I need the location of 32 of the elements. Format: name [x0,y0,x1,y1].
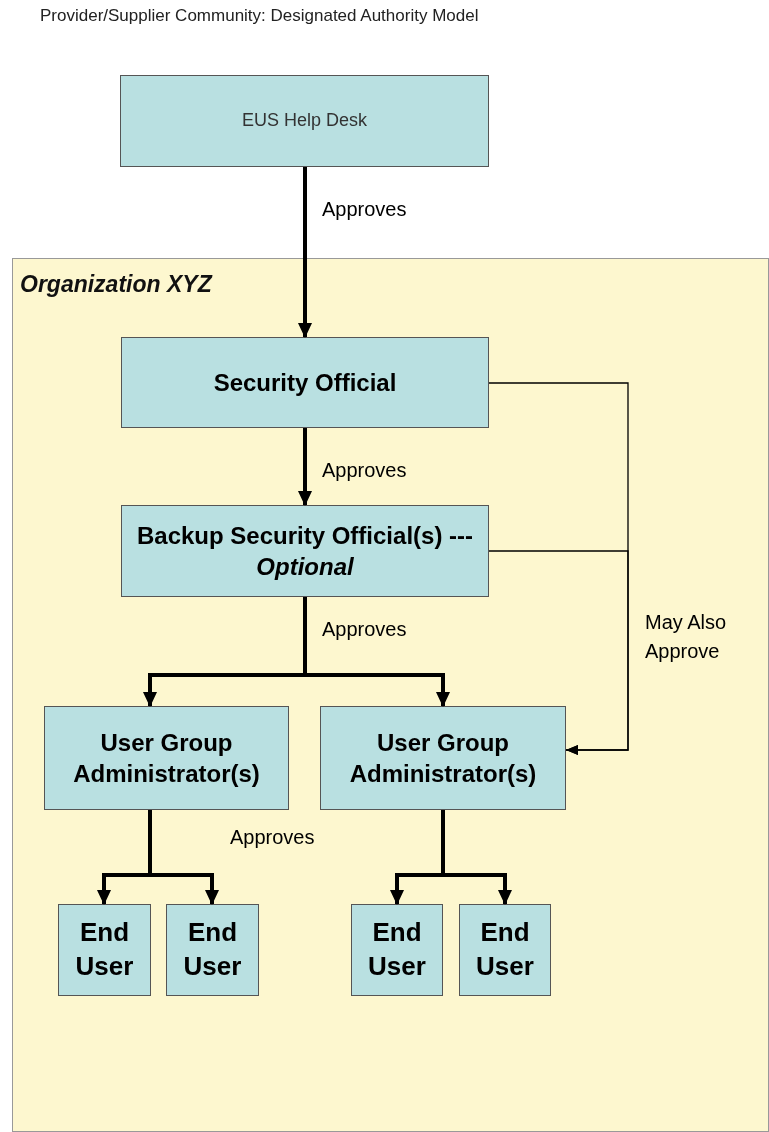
box-label: EUS Help Desk [241,109,367,133]
edge-label: Approves [230,825,315,850]
role-box [44,706,289,810]
box-label: User Group Administrator(s) [348,727,538,789]
arrow [441,810,512,905]
arrow [298,428,312,506]
box-label: End User [182,916,243,983]
organization-panel [12,258,769,1132]
box-label: End User [74,916,135,983]
user-box [351,904,443,996]
role-box [320,706,566,810]
user-box [166,904,259,996]
user-box [58,904,151,996]
process-box [120,75,489,167]
edge-label: Approves [322,617,407,642]
edge-label: May Also Approve [645,610,728,664]
box-label: Backup Security Official(s) --- Optional [135,520,475,582]
box-label: Security Official [213,367,397,398]
diagram-title: Provider/Supplier Community: Designated Authority Model [40,6,479,26]
arrow [303,597,450,707]
arrow [488,550,629,755]
arrow [148,810,219,905]
box-label: User Group Administrator(s) [72,727,261,789]
role-box [121,337,489,428]
role-box [121,505,489,597]
arrow [298,167,312,338]
edge-label: Approves [322,458,407,483]
user-box [459,904,551,996]
panel-heading: Organization XYZ [20,271,212,298]
box-label: End User [475,916,535,983]
edge-label: Approves [322,197,407,222]
box-label: End User [367,916,427,983]
